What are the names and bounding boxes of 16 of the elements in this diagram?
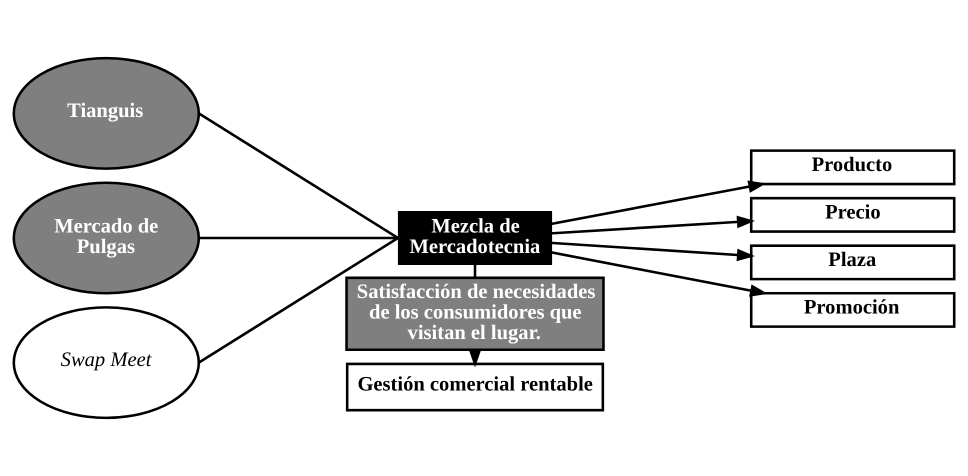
node-ellipse: Swap Meet [12, 306, 200, 420]
connector [198, 236, 399, 364]
arrow [550, 180, 766, 226]
arrow [550, 216, 755, 235]
node-box: Precio [750, 196, 956, 233]
node-box: Gestión comercial rentable [346, 362, 604, 412]
node-ellipse: Mercado de Pulgas [12, 181, 200, 295]
node-box: Producto [750, 149, 956, 186]
connector [198, 236, 398, 240]
node-ellipse: Tianguis [12, 56, 200, 170]
connector [198, 112, 399, 240]
node-box: Plaza [750, 244, 956, 280]
arrow [550, 242, 755, 262]
connector [474, 264, 476, 278]
node-box: Mezcla de Mercadotecnia [398, 211, 552, 265]
node-box: Promoción [750, 292, 956, 328]
